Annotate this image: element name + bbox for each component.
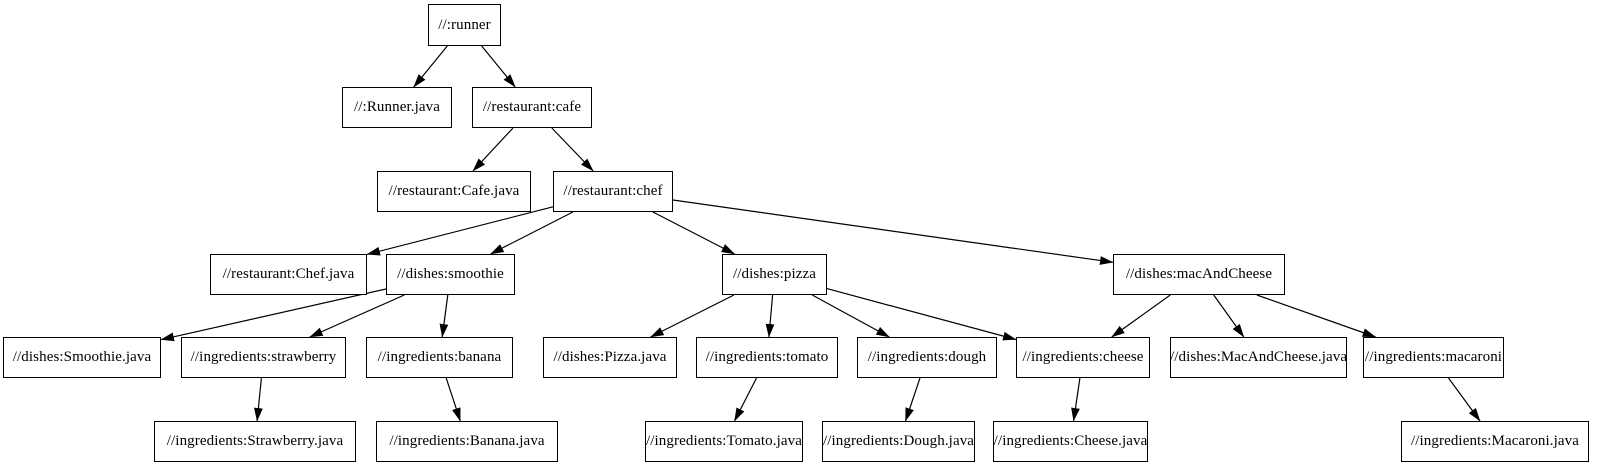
graph-node-smoothie_java: //dishes:Smoothie.java xyxy=(3,337,161,378)
graph-edge-pizza-to-cheese xyxy=(826,288,1017,341)
graph-node-macaroni_java: //ingredients:Macaroni.java xyxy=(1401,421,1589,462)
graph-edge-macaroni-to-macaroni_java xyxy=(1448,377,1481,422)
graph-node-banana: //ingredients:banana xyxy=(366,337,513,378)
graph-edge-strawberry-to-strawberry_java xyxy=(254,377,263,422)
graph-edge-cafe-to-chef xyxy=(551,127,594,172)
graph-edge-smoothie-to-banana xyxy=(439,294,449,338)
graph-edge-runner-to-cafe xyxy=(481,45,516,88)
graph-node-macaroni: //ingredients:macaroni xyxy=(1363,337,1504,378)
graph-edge-pizza-to-pizza_java xyxy=(650,294,735,338)
graph-edge-smoothie-to-smoothie_java xyxy=(160,288,387,342)
graph-node-dough: //ingredients:dough xyxy=(857,337,997,378)
graph-edge-macandcheese-to-cheese xyxy=(1111,294,1171,338)
graph-edge-smoothie-to-strawberry xyxy=(309,294,405,338)
graph-edge-tomato-to-tomato_java xyxy=(733,377,758,422)
graph-node-tomato_java: //ingredients:Tomato.java xyxy=(645,421,803,462)
graph-edge-banana-to-banana_java xyxy=(445,377,461,422)
graph-node-cheese: //ingredients:cheese xyxy=(1016,337,1150,378)
graph-node-strawberry: //ingredients:strawberry xyxy=(181,337,346,378)
graph-edge-dough-to-dough_java xyxy=(904,377,921,422)
graph-node-smoothie: //dishes:smoothie xyxy=(386,254,515,295)
graph-node-pizza_java: //dishes:Pizza.java xyxy=(543,337,677,378)
graph-edge-chef-to-pizza xyxy=(652,211,736,255)
graph-node-macandcheese_java: //dishes:MacAndCheese.java xyxy=(1170,337,1347,378)
graph-edge-pizza-to-tomato xyxy=(765,294,775,338)
graph-edge-macandcheese-to-macaroni xyxy=(1256,294,1377,338)
graph-node-banana_java: //ingredients:Banana.java xyxy=(376,421,558,462)
graph-node-strawberry_java: //ingredients:Strawberry.java xyxy=(154,421,356,462)
graph-node-runner: //:runner xyxy=(428,4,501,46)
graph-node-cafe: //restaurant:cafe xyxy=(472,87,592,128)
graph-edge-chef-to-smoothie xyxy=(490,211,574,255)
graph-edge-chef-to-macandcheese xyxy=(672,199,1114,265)
graph-node-macandcheese: //dishes:macAndCheese xyxy=(1113,254,1285,295)
graph-node-cafe_java: //restaurant:Cafe.java xyxy=(377,171,531,212)
graph-node-chef: //restaurant:chef xyxy=(553,171,673,212)
graph-edge-runner-to-runner_java xyxy=(413,45,448,88)
graph-node-cheese_java: //ingredients:Cheese.java xyxy=(993,421,1148,462)
graph-edge-cafe-to-cafe_java xyxy=(472,127,514,172)
graph-node-runner_java: //:Runner.java xyxy=(342,87,452,128)
graph-node-dough_java: //ingredients:Dough.java xyxy=(822,421,975,462)
graph-edge-macandcheese-to-macandcheese_java xyxy=(1213,294,1245,338)
graph-node-pizza: //dishes:pizza xyxy=(722,254,827,295)
graph-edge-chef-to-chef_java xyxy=(366,206,554,256)
graph-node-tomato: //ingredients:tomato xyxy=(696,337,838,378)
graph-edge-pizza-to-dough xyxy=(811,294,890,338)
graph-edge-cheese-to-cheese_java xyxy=(1071,377,1081,422)
graph-node-chef_java: //restaurant:Chef.java xyxy=(210,254,367,295)
